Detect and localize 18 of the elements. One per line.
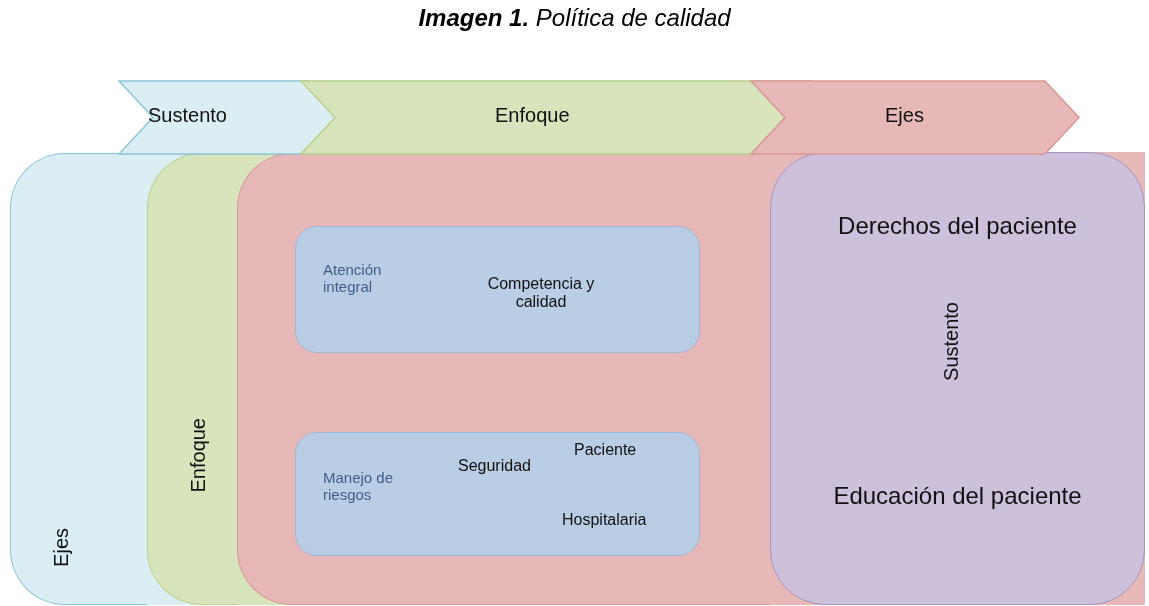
rounded-panel: [10, 153, 147, 605]
panel-label: Derechos del paciente: [837, 212, 1078, 240]
panel-label: Educación del paciente: [832, 482, 1083, 510]
panel-label: Ejes: [50, 528, 73, 567]
chevron-label: Enfoque: [495, 104, 570, 127]
box-label: Seguridad: [458, 457, 531, 475]
box-label: Hospitalaria: [562, 511, 647, 529]
rounded-box: [295, 226, 700, 353]
chevron-label: Sustento: [148, 104, 227, 127]
chevron-label: Ejes: [885, 104, 924, 127]
panel-label: Sustento: [940, 302, 963, 381]
title: Imagen 1. Política de calidad: [418, 4, 731, 31]
box-label: Manejo de riesgos: [323, 469, 395, 503]
box-label: Atención integral: [323, 261, 383, 295]
box-label: Paciente: [574, 441, 637, 459]
rounded-box: [295, 432, 700, 556]
panel-label: Enfoque: [187, 418, 210, 493]
box-label: Competencia y calidad: [486, 275, 596, 311]
